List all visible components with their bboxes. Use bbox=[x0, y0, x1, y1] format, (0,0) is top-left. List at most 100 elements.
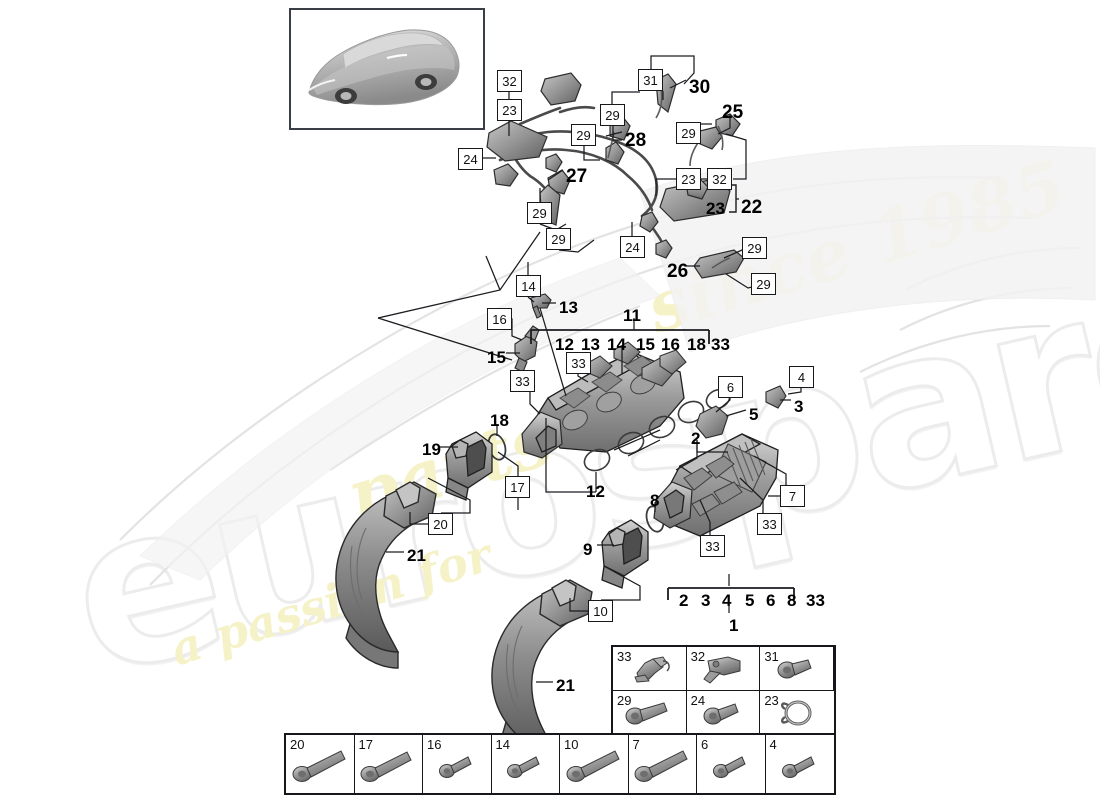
cooler-member-33[interactable]: 33 bbox=[806, 592, 825, 609]
partnum-25[interactable]: 25 bbox=[722, 103, 743, 122]
partnum-28[interactable]: 28 bbox=[625, 131, 646, 150]
callout-label: 33 bbox=[515, 373, 530, 389]
cooler-member-8[interactable]: 8 bbox=[787, 592, 796, 609]
partnum-26[interactable]: 26 bbox=[667, 262, 688, 281]
partnum-19[interactable]: 19 bbox=[422, 441, 441, 458]
callout-7[interactable]: 7 bbox=[780, 485, 805, 507]
partnum-2[interactable]: 2 bbox=[691, 430, 700, 447]
partnum-label: 21 bbox=[407, 546, 426, 565]
partnum-21-left[interactable]: 21 bbox=[407, 547, 426, 564]
callout-6[interactable]: 6 bbox=[718, 376, 743, 398]
bracket-member-16[interactable]: 16 bbox=[661, 336, 680, 353]
callout-label: 23 bbox=[502, 102, 517, 118]
partnum-label: 11 bbox=[623, 306, 641, 325]
partnum-5[interactable]: 5 bbox=[749, 406, 758, 423]
callout-label: 14 bbox=[521, 278, 536, 294]
cooler-member-label: 3 bbox=[701, 591, 711, 610]
callout-29f[interactable]: 29 bbox=[742, 237, 767, 259]
legend-number: 17 bbox=[358, 737, 373, 752]
callout-label: 24 bbox=[463, 151, 478, 167]
legend-cell-29[interactable]: 29 bbox=[613, 690, 687, 734]
partnum-8[interactable]: 8 bbox=[650, 492, 659, 509]
legend-number: 23 bbox=[764, 692, 779, 708]
partnum-label: 28 bbox=[625, 130, 647, 151]
partnum-12[interactable]: 12 bbox=[586, 483, 605, 500]
callout-23a[interactable]: 23 bbox=[497, 99, 522, 121]
callout-label: 33 bbox=[705, 538, 720, 554]
bracket-member-14[interactable]: 14 bbox=[607, 336, 626, 353]
callout-31[interactable]: 31 bbox=[638, 69, 663, 91]
cooler-member-2[interactable]: 2 bbox=[679, 592, 688, 609]
legend-cell-6[interactable]: 6 bbox=[697, 735, 766, 793]
partnum-label: 19 bbox=[422, 440, 441, 459]
legend-number: 33 bbox=[617, 649, 632, 664]
legend-cell-20[interactable]: 20 bbox=[286, 735, 355, 793]
partnum-label: 2 bbox=[691, 429, 701, 448]
callout-33a[interactable]: 33 bbox=[566, 352, 591, 374]
callout-33c[interactable]: 33 bbox=[757, 513, 782, 535]
partnum-9[interactable]: 9 bbox=[583, 541, 592, 558]
legend-cell-33[interactable]: 33 bbox=[613, 647, 687, 691]
callout-16a[interactable]: 16 bbox=[487, 308, 512, 330]
callout-29e[interactable]: 29 bbox=[546, 228, 571, 250]
bracket-member-12[interactable]: 12 bbox=[555, 336, 574, 353]
callout-label: 33 bbox=[571, 355, 586, 371]
fastener-legend-bottom-row: 20 17 bbox=[284, 733, 836, 795]
callout-20[interactable]: 20 bbox=[428, 513, 453, 535]
callout-29g[interactable]: 29 bbox=[751, 273, 776, 295]
cooler-member-5[interactable]: 5 bbox=[745, 592, 754, 609]
partnum-11[interactable]: 11 bbox=[623, 307, 641, 324]
partnum-13[interactable]: 13 bbox=[559, 299, 578, 316]
bracket-member-13[interactable]: 13 bbox=[581, 336, 600, 353]
legend-cell-31[interactable]: 31 bbox=[760, 647, 834, 691]
legend-cell-7[interactable]: 7 bbox=[629, 735, 697, 793]
callout-33d[interactable]: 33 bbox=[700, 535, 725, 557]
legend-number: 6 bbox=[701, 737, 709, 752]
callout-29d[interactable]: 29 bbox=[527, 202, 552, 224]
callout-14a[interactable]: 14 bbox=[516, 275, 541, 297]
cooler-member-4[interactable]: 4 bbox=[722, 592, 731, 609]
callout-32b[interactable]: 32 bbox=[707, 168, 732, 190]
partnum-18[interactable]: 18 bbox=[490, 412, 509, 429]
callout-24b[interactable]: 24 bbox=[620, 236, 645, 258]
cooler-member-3[interactable]: 3 bbox=[701, 592, 710, 609]
callout-29a[interactable]: 29 bbox=[600, 104, 625, 126]
callout-33b[interactable]: 33 bbox=[510, 370, 535, 392]
partnum-1[interactable]: 1 bbox=[729, 617, 738, 634]
partnum-label: 15 bbox=[487, 348, 506, 367]
callout-32a[interactable]: 32 bbox=[497, 70, 522, 92]
partnum-30[interactable]: 30 bbox=[689, 78, 710, 97]
connector-plug-icon bbox=[687, 647, 760, 690]
legend-cell-24[interactable]: 24 bbox=[686, 690, 761, 734]
callout-23b[interactable]: 23 bbox=[676, 168, 701, 190]
callout-29b[interactable]: 29 bbox=[571, 124, 596, 146]
legend-cell-17[interactable]: 17 bbox=[355, 735, 423, 793]
legend-cell-14[interactable]: 14 bbox=[492, 735, 560, 793]
bracket-member-15[interactable]: 15 bbox=[636, 336, 655, 353]
callout-4[interactable]: 4 bbox=[789, 366, 814, 388]
callout-label: 29 bbox=[551, 231, 566, 247]
callout-17[interactable]: 17 bbox=[505, 476, 530, 498]
partnum-label: 5 bbox=[749, 405, 759, 424]
legend-cell-32[interactable]: 32 bbox=[686, 647, 761, 691]
partnum-21-right[interactable]: 21 bbox=[556, 677, 575, 694]
callout-24a[interactable]: 24 bbox=[458, 148, 483, 170]
partnum-3[interactable]: 3 bbox=[794, 398, 803, 415]
partnum-23c[interactable]: 23 bbox=[706, 200, 725, 217]
legend-cell-23[interactable]: 23 bbox=[760, 691, 834, 734]
callout-29c[interactable]: 29 bbox=[676, 122, 701, 144]
partnum-15[interactable]: 15 bbox=[487, 349, 506, 366]
legend-cell-4[interactable]: 4 bbox=[766, 735, 835, 793]
bracket-member-18[interactable]: 18 bbox=[687, 336, 706, 353]
legend-cell-10[interactable]: 10 bbox=[560, 735, 629, 793]
partnum-27[interactable]: 27 bbox=[566, 167, 587, 186]
callout-10[interactable]: 10 bbox=[588, 600, 613, 622]
partnum-22[interactable]: 22 bbox=[741, 198, 762, 217]
partnum-label: 12 bbox=[586, 482, 605, 501]
legend-cell-16[interactable]: 16 bbox=[423, 735, 492, 793]
cooler-member-6[interactable]: 6 bbox=[766, 592, 775, 609]
throttle-body-9 bbox=[601, 519, 649, 589]
callout-label: 20 bbox=[433, 516, 448, 532]
bracket-member-33[interactable]: 33 bbox=[711, 336, 730, 353]
intake-manifold bbox=[521, 341, 687, 459]
